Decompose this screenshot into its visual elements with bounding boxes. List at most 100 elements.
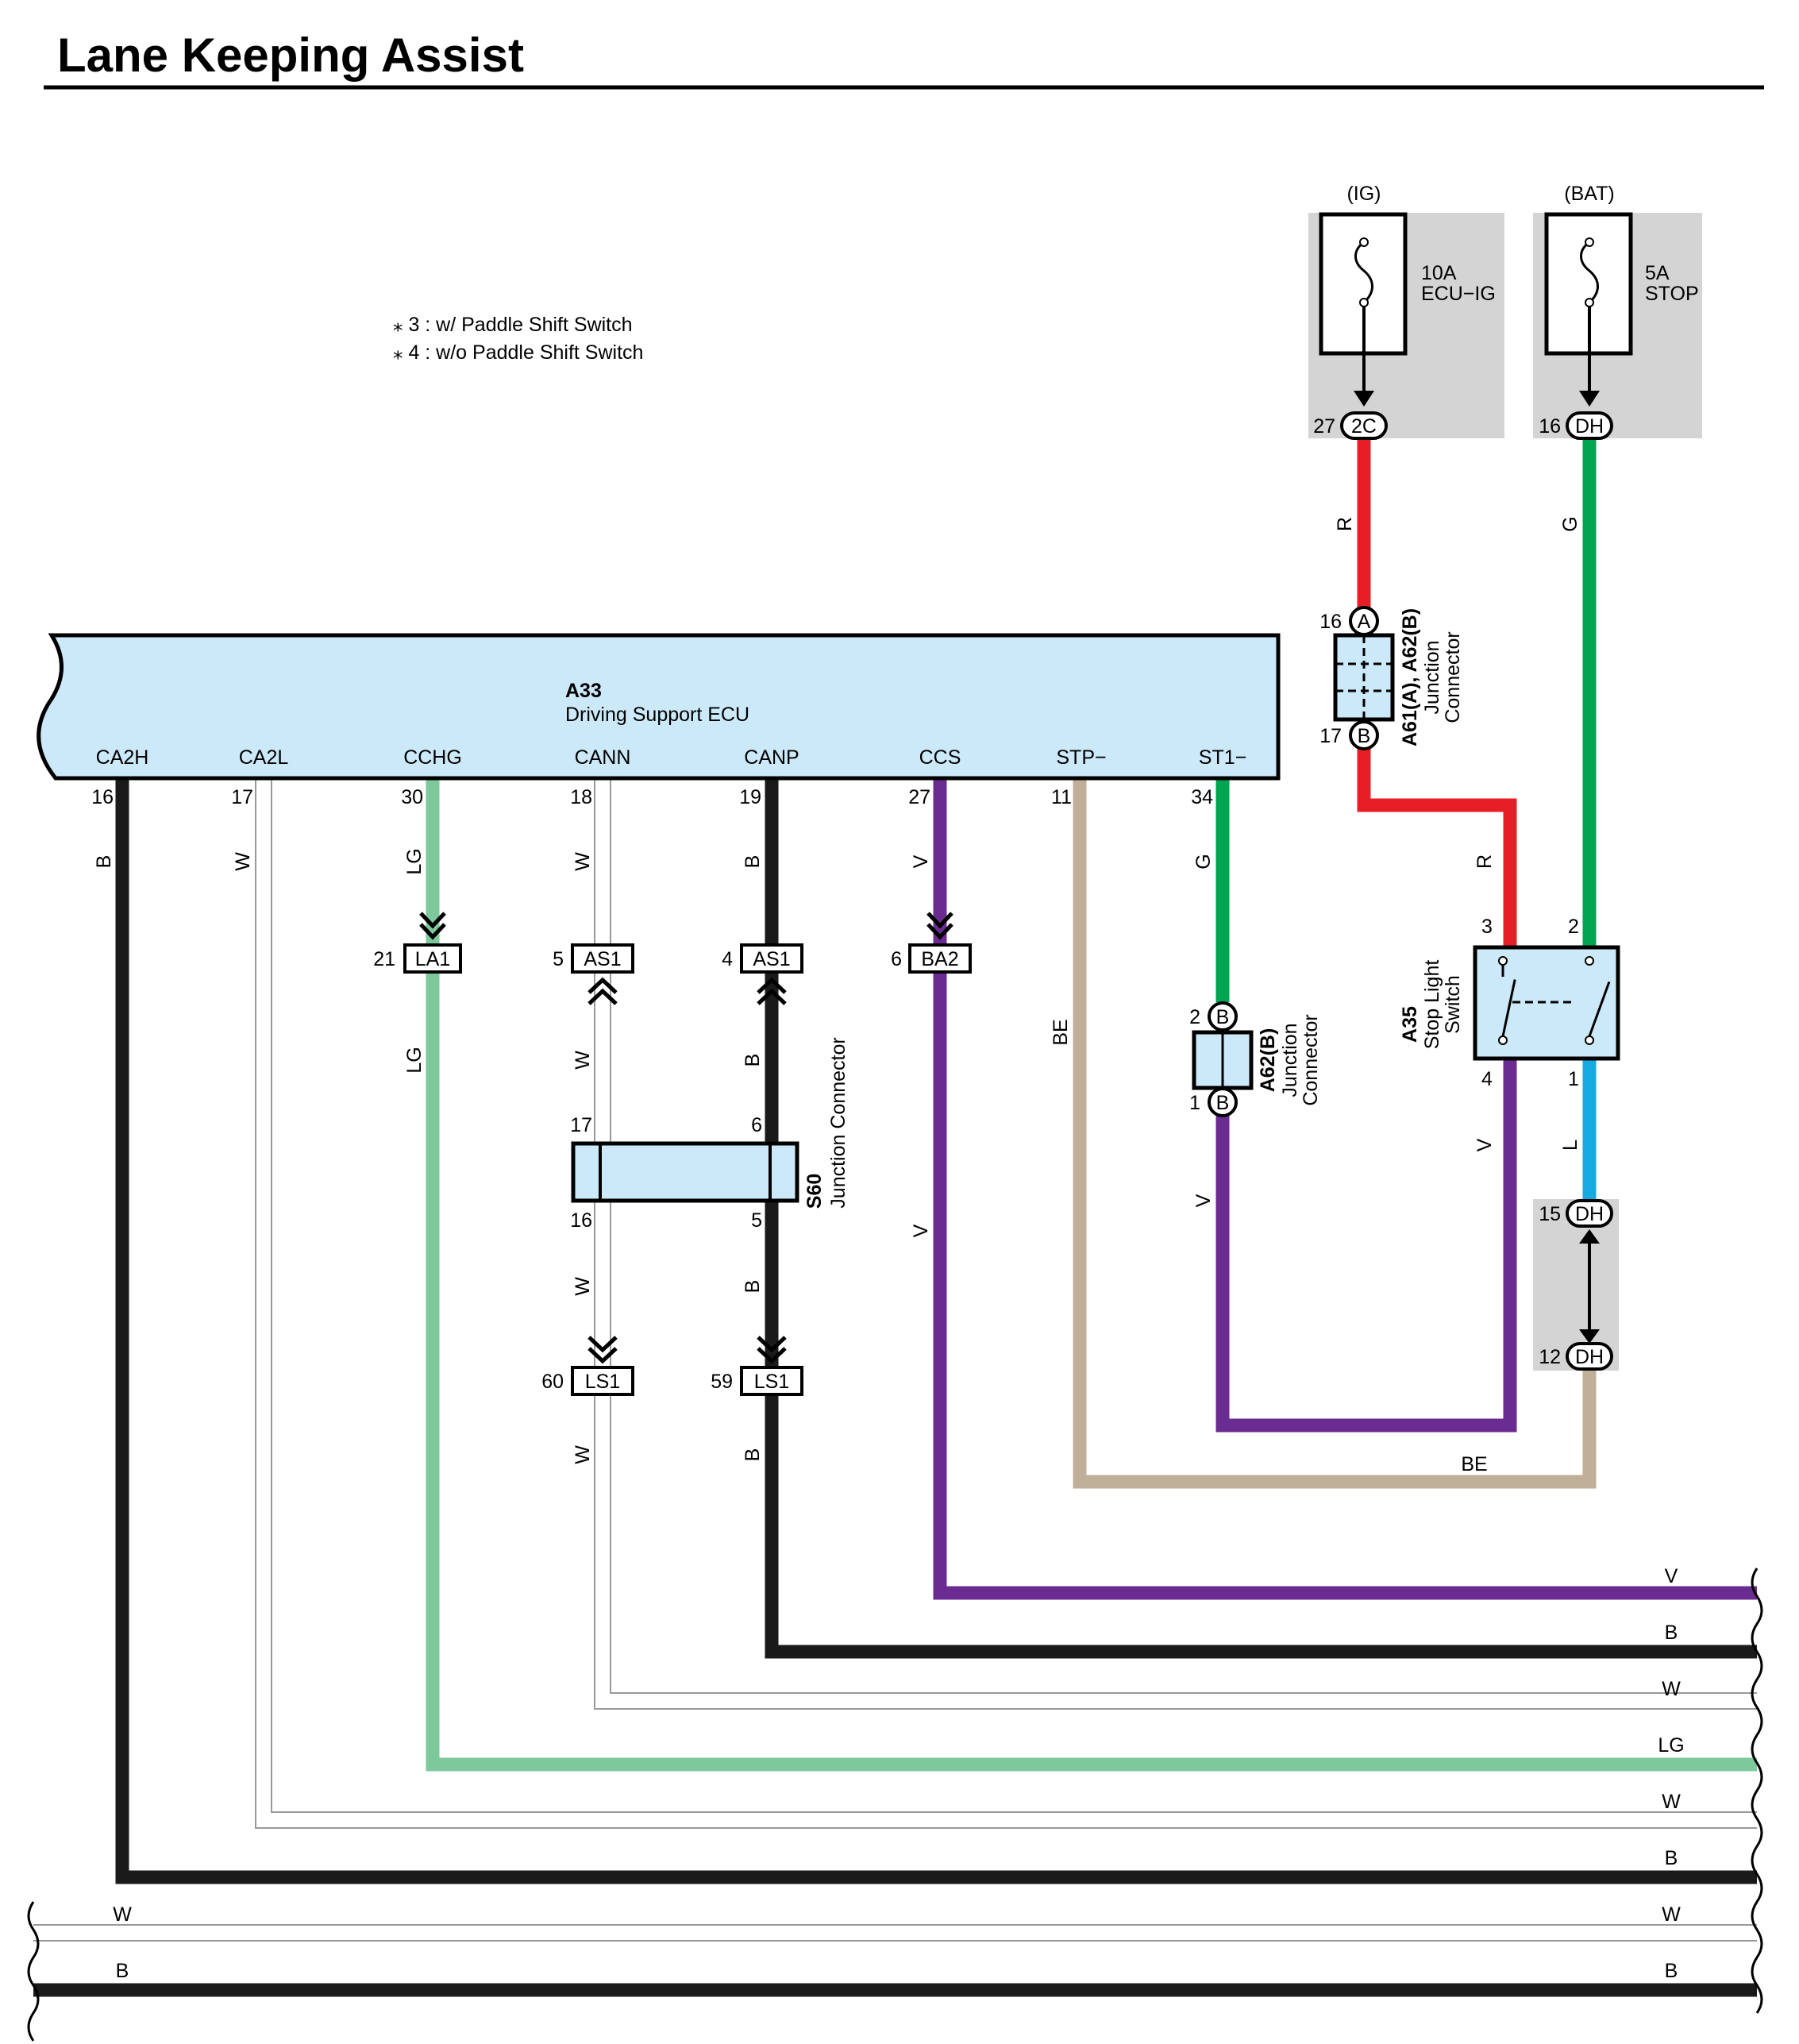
- junction-name: Junction Connector: [827, 1037, 849, 1208]
- pin-17: 17: [570, 1114, 592, 1136]
- connector-label: BA2: [921, 948, 958, 970]
- bus-labels: V B W LG W B W B W B: [113, 1565, 1684, 1982]
- label-lg: LG: [403, 848, 426, 874]
- switch-contact: [1588, 981, 1611, 1037]
- connector-pin: 27: [1313, 415, 1335, 438]
- dh-connector-panel: [1533, 1199, 1619, 1371]
- connector-pin: 21: [373, 948, 395, 970]
- switch-name-2: Switch: [1442, 975, 1464, 1034]
- pin-27: 27: [908, 786, 930, 808]
- ecu-terminal-names: CA2H CA2L CCHG CANN CANP CCS STP− ST1−: [96, 746, 1247, 769]
- pin-1: 1: [1189, 1092, 1200, 1114]
- wire-r-switch: [1357, 746, 1517, 947]
- fuse-rating: 10A: [1421, 262, 1457, 284]
- pin-30: 30: [401, 786, 423, 808]
- junction-a62: B B 2 1 A62(B) Junction Connector: [1189, 1001, 1322, 1117]
- terminal-ccs: CCS: [919, 746, 961, 769]
- wire-v-ccs: [933, 778, 1757, 1600]
- connector-pin: 12: [1539, 1346, 1561, 1368]
- bus-label-w: W: [1662, 1791, 1681, 1813]
- label-l: L: [1559, 1140, 1581, 1151]
- ecu-code: A33: [565, 680, 602, 702]
- switch-contact: [1501, 979, 1516, 1037]
- fuse-icon: [1580, 241, 1599, 304]
- junction-name-2: Connector: [1442, 631, 1464, 723]
- fuse-name: STOP: [1645, 283, 1699, 305]
- bus-label-w: W: [1662, 1678, 1681, 1700]
- switch-code: A35: [1399, 1006, 1421, 1043]
- junction-code: A62(B): [1257, 1028, 1279, 1093]
- terminal-stp: STP−: [1056, 746, 1106, 769]
- terminal-cann: CANN: [575, 746, 631, 769]
- arrow-up-icon: [1579, 1229, 1600, 1244]
- pin-19: 19: [739, 786, 761, 808]
- label-b: B: [742, 1054, 764, 1067]
- wire-w-cann-b: [610, 778, 1757, 1694]
- label-b: B: [742, 1448, 764, 1462]
- connector-pin: 5: [553, 948, 564, 970]
- fuse-source: (BAT): [1564, 183, 1614, 205]
- pin-34: 34: [1191, 786, 1213, 808]
- male-pin-icon: [587, 1336, 618, 1364]
- ecu-name: Driving Support ECU: [565, 704, 749, 726]
- label-lg: LG: [403, 1047, 426, 1073]
- female-pin-icon: [587, 977, 618, 1005]
- junction-name-2: Connector: [1300, 1014, 1322, 1105]
- pin-16: 16: [1319, 611, 1342, 633]
- fuse-ecu-ig: (IG) 10A ECU−IG 2C 27: [1313, 183, 1496, 440]
- connector-label: LA1: [415, 948, 450, 970]
- arrow-down-icon: [1354, 391, 1374, 407]
- label-w: W: [572, 1051, 594, 1070]
- connector-ls1-w: LS1 60: [541, 1336, 634, 1396]
- connector-as1-b: AS1 4: [722, 943, 803, 1005]
- wire-w-ca2l-b: [271, 778, 1757, 1813]
- label-v: V: [910, 1224, 932, 1237]
- stop-light-switch-a35: 3 2 4 1 A35 Stop Light Switch: [1399, 916, 1620, 1090]
- connector-pin: 60: [541, 1371, 564, 1393]
- male-pin-icon: [926, 912, 953, 940]
- pin-label-b: B: [1216, 1092, 1230, 1114]
- pin-11: 11: [1051, 786, 1072, 808]
- pin-label-a: A: [1358, 611, 1371, 633]
- pin-16: 16: [570, 1209, 592, 1232]
- bus-label-v: V: [1665, 1565, 1678, 1587]
- connector-ba2: BA2 6: [891, 912, 972, 974]
- label-g: G: [1192, 854, 1215, 869]
- pin-18: 18: [570, 786, 592, 808]
- junction-a61-a62: A B 16 17 A61(A), A62(B) Junction Connec…: [1319, 606, 1464, 750]
- fuse-source: (IG): [1346, 183, 1381, 205]
- bus-label-w: W: [1662, 1903, 1681, 1926]
- connector-dh-pair: DH 15 DH 12: [1539, 1199, 1613, 1371]
- terminal-st1: ST1−: [1199, 746, 1246, 769]
- connector-label: 2C: [1351, 415, 1377, 438]
- wire-be: [1073, 778, 1597, 1489]
- pin-6: 6: [751, 1114, 762, 1136]
- fuse-rating: 5A: [1645, 262, 1670, 284]
- female-pin-icon: [757, 977, 787, 1005]
- label-v: V: [910, 854, 932, 868]
- label-w: W: [572, 1277, 594, 1296]
- bus-left-label-b: B: [116, 1960, 129, 1982]
- wire-b-canp: [765, 778, 1757, 1659]
- pin-label-b: B: [1216, 1006, 1230, 1028]
- male-pin-icon: [757, 1336, 787, 1364]
- ecu-pin-numbers: 16 17 30 18 19 27 11 34: [91, 786, 1213, 808]
- label-v: V: [1473, 1138, 1496, 1151]
- connector-label: DH: [1575, 1346, 1604, 1368]
- pin-2: 2: [1568, 916, 1579, 938]
- wire-w-cann-a: [594, 778, 1757, 1710]
- label-r: R: [1473, 854, 1496, 869]
- connector-2c: [1340, 411, 1388, 440]
- connector-label: LS1: [754, 1371, 789, 1393]
- note-paddle-shift: ⁎ 3 : w/ Paddle Shift Switch: [393, 314, 633, 336]
- pin-2: 2: [1189, 1006, 1200, 1028]
- fuse-stop: (BAT) 5A STOP DH 16: [1539, 183, 1699, 440]
- connector-pin: 16: [1539, 415, 1561, 438]
- connector-ls1-b: LS1 59: [711, 1336, 803, 1396]
- pin-4: 4: [1481, 1068, 1493, 1090]
- wire-b-ca2h: [115, 778, 1757, 1884]
- terminal-cchg: CCHG: [403, 746, 462, 769]
- label-be: BE: [1461, 1453, 1487, 1475]
- connector-la1: LA1 21: [373, 912, 462, 974]
